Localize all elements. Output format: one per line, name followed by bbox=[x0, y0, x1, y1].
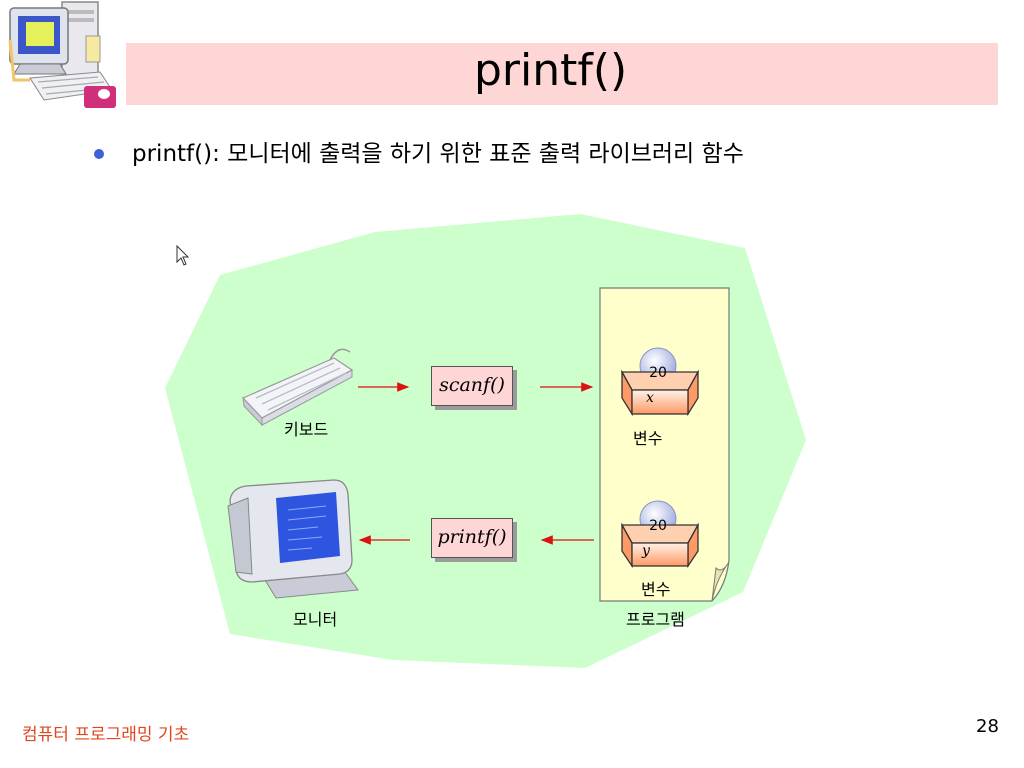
variable-x-value: 20 bbox=[649, 365, 667, 381]
keyboard-icon bbox=[241, 348, 354, 427]
variable-x-name: x bbox=[646, 390, 654, 406]
bullet-icon bbox=[94, 149, 104, 159]
title-bar bbox=[126, 43, 998, 105]
scanf-box: scanf() bbox=[431, 366, 513, 406]
variable-y-name: y bbox=[641, 543, 651, 559]
variable-y-value: 20 bbox=[649, 518, 667, 534]
keyboard-label: 키보드 bbox=[284, 420, 329, 439]
bullet-description: 모니터에 출력을 하기 위한 표준 출력 라이브러리 함수 bbox=[219, 141, 744, 167]
program-label: 프로그램 bbox=[626, 610, 685, 629]
variable-box-x bbox=[620, 347, 700, 417]
footer-course-name: 컴퓨터 프로그래밍 기초 bbox=[22, 725, 190, 745]
monitor-icon bbox=[227, 479, 359, 599]
bullet-text: printf(): 모니터에 출력을 하기 위한 표준 출력 라이브러리 함수 bbox=[132, 138, 892, 170]
bullet-term: printf(): bbox=[132, 141, 220, 167]
computer-logo-icon bbox=[8, 1, 116, 108]
variable-box-y bbox=[620, 500, 700, 569]
page-number: 28 bbox=[976, 716, 999, 737]
slide-title: printf() bbox=[474, 45, 628, 96]
mouse-cursor-icon bbox=[176, 244, 190, 266]
printf-box: printf() bbox=[431, 518, 513, 558]
variable-x-caption: 변수 bbox=[633, 429, 663, 448]
monitor-label: 모니터 bbox=[293, 610, 338, 629]
variable-y-caption: 변수 bbox=[641, 580, 671, 599]
